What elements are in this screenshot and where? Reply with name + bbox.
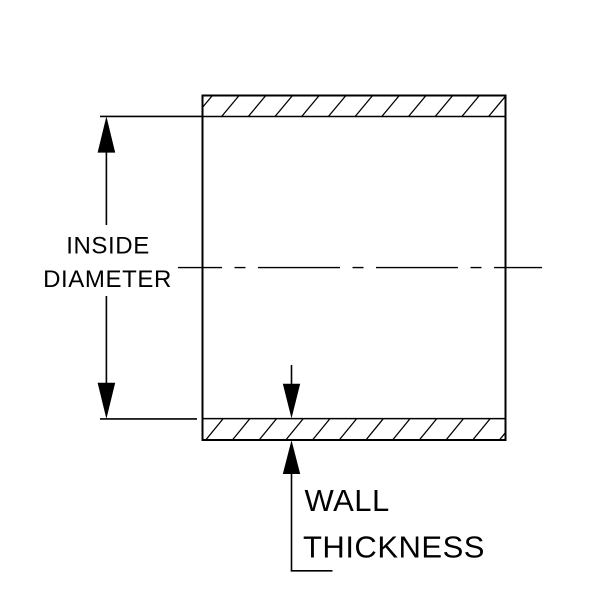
inside-diameter-arrowhead-up xyxy=(97,116,116,153)
hatch-line xyxy=(434,95,454,117)
inside-diameter-arrowhead-down xyxy=(97,382,116,419)
wall-thickness-label-line1: WALL xyxy=(305,483,390,518)
hatch-line xyxy=(354,95,374,117)
bottom-wall-hatching xyxy=(205,418,507,441)
hatch-line xyxy=(445,418,465,441)
hatch-line xyxy=(205,418,224,441)
hatch-line xyxy=(274,95,293,117)
hatch-line xyxy=(221,95,240,117)
hatch-line xyxy=(472,418,491,441)
hatch-line xyxy=(488,95,506,117)
hatch-line xyxy=(327,95,347,117)
hatch-line xyxy=(258,418,278,441)
wall-thickness-arrowhead-down xyxy=(282,383,301,419)
hatch-line xyxy=(498,432,507,441)
inside-diameter-label-line1: INSIDE xyxy=(66,232,150,259)
hatch-line xyxy=(301,95,320,117)
hatch-line xyxy=(247,95,267,117)
inside-diameter-label-line2: DIAMETER xyxy=(43,266,172,293)
hatch-line xyxy=(365,418,384,441)
hatch-line xyxy=(381,95,400,117)
top-wall-hatching xyxy=(202,95,506,117)
hatch-line xyxy=(408,95,427,117)
hatch-line xyxy=(461,95,480,117)
inside-diameter-dimension: INSIDE DIAMETER xyxy=(43,115,203,420)
hatch-line xyxy=(392,418,411,441)
hatch-line xyxy=(285,418,304,441)
hatch-line xyxy=(231,418,251,441)
wall-thickness-label-line2: THICKNESS xyxy=(303,530,485,565)
hatch-line xyxy=(202,95,213,108)
wall-thickness-dimension: WALL THICKNESS xyxy=(282,365,485,572)
hatch-line xyxy=(338,418,358,441)
wall-thickness-arrowhead-up xyxy=(282,440,301,474)
hatch-line xyxy=(311,418,331,441)
hatch-line xyxy=(418,418,438,441)
